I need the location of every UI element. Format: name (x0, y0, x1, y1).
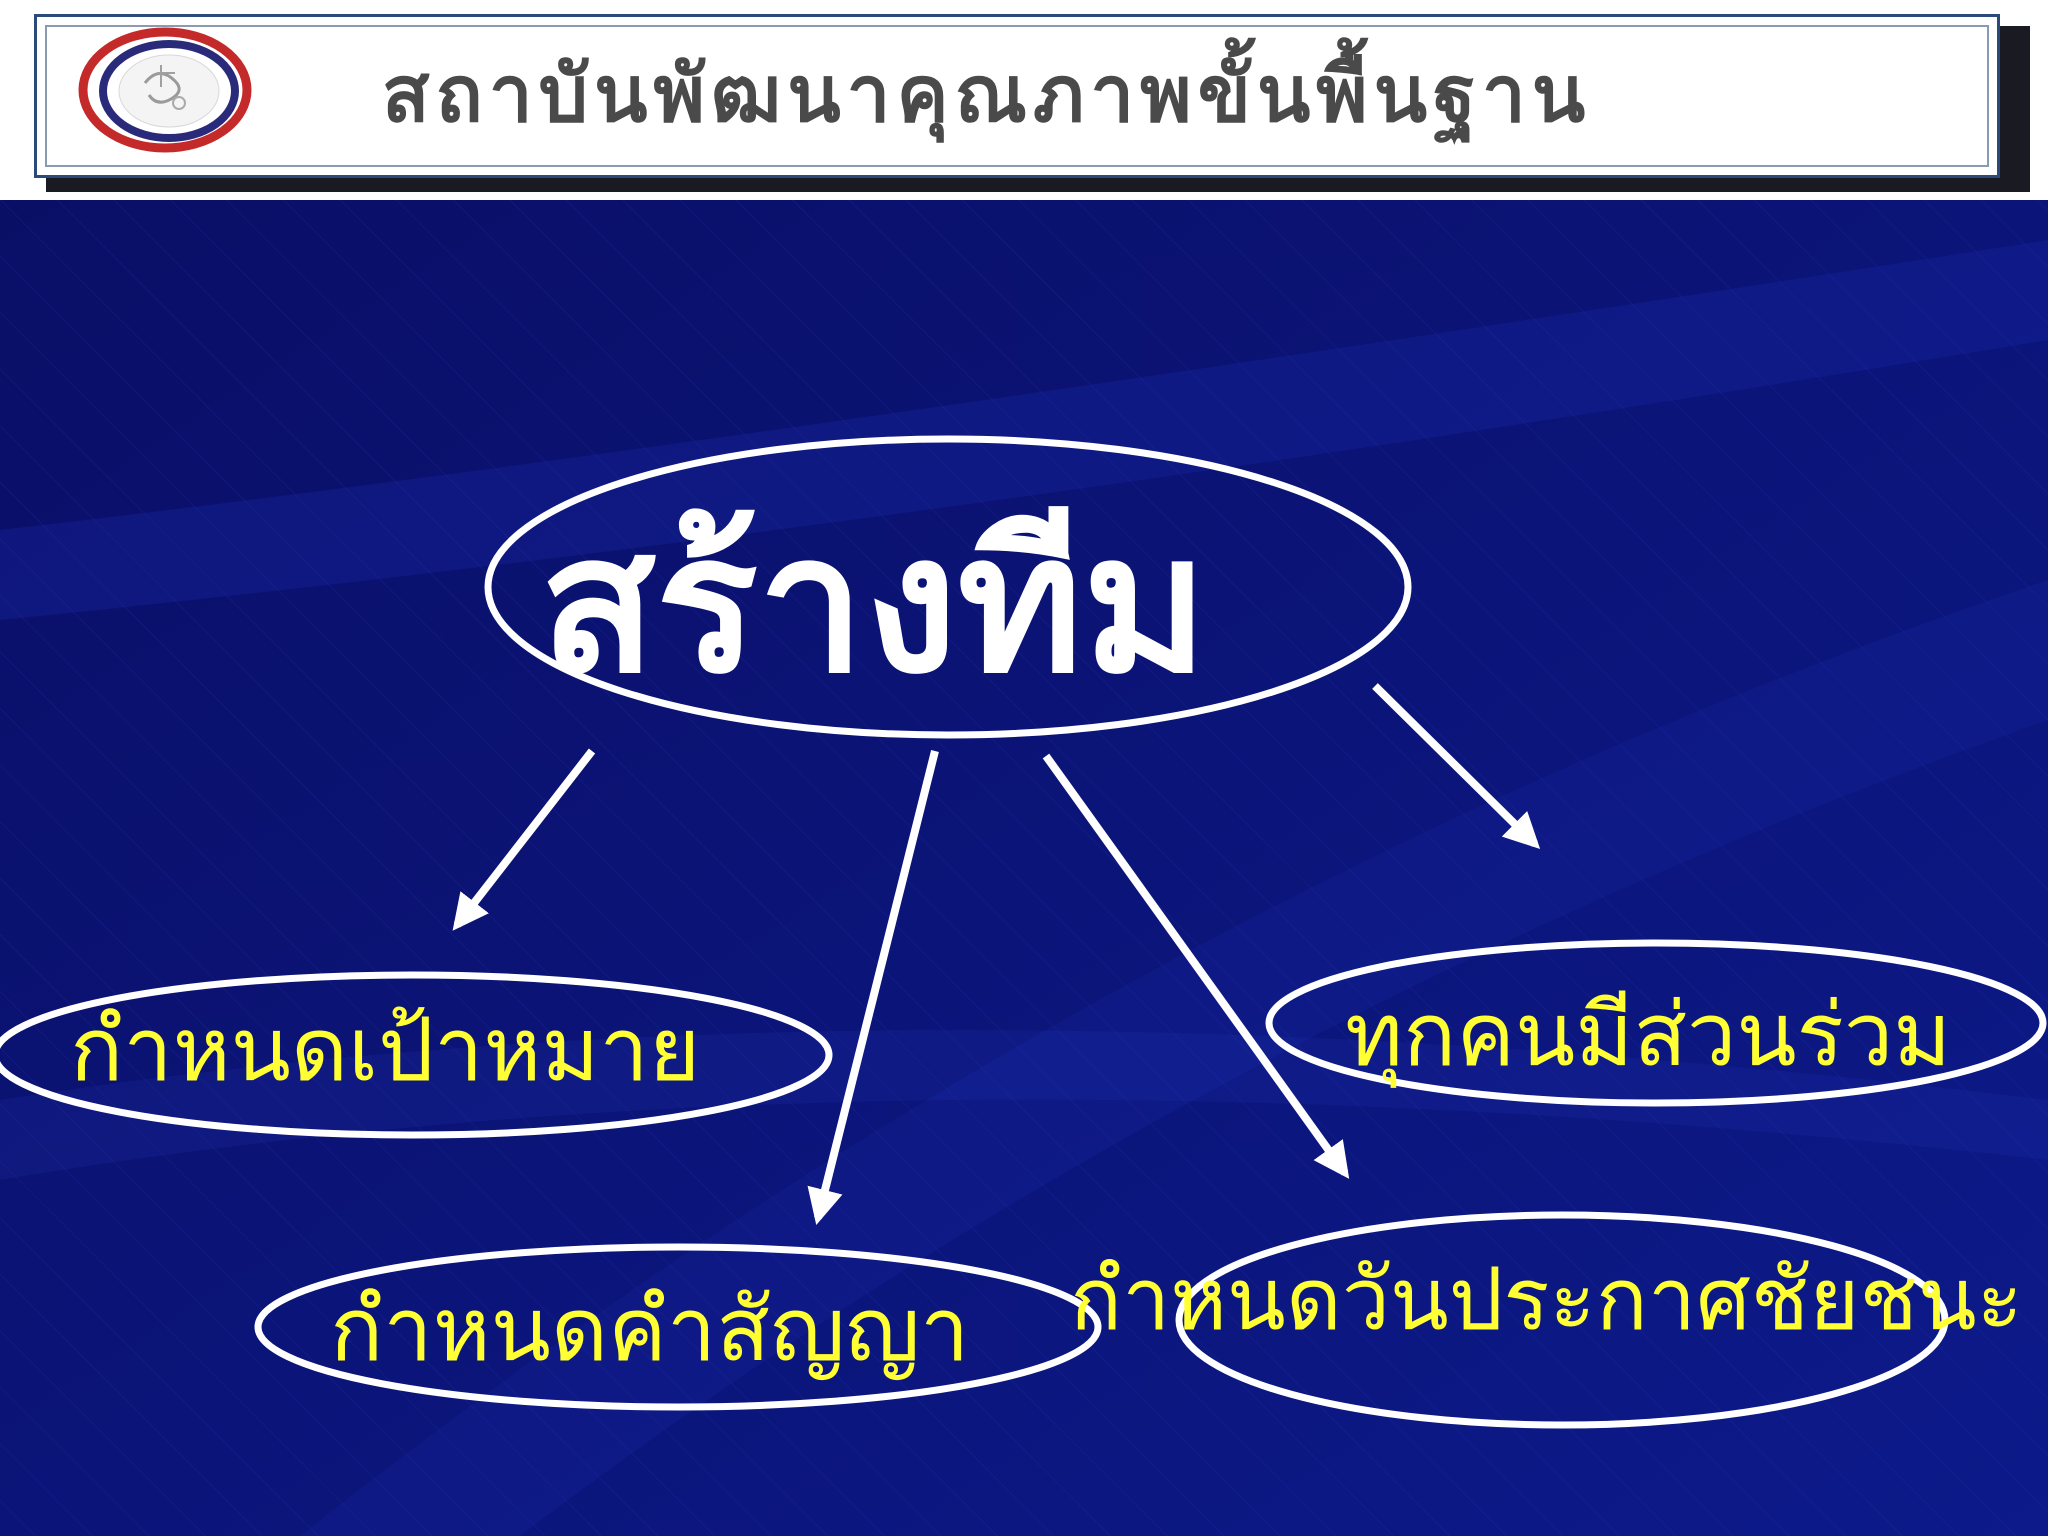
node-ellipse-promise (254, 1243, 1102, 1411)
node-ellipse-goal (0, 971, 833, 1139)
institute-emblem-icon (78, 27, 252, 153)
arrow-to-participation (1372, 683, 1541, 850)
center-ellipse (484, 435, 1412, 739)
header-banner: สถาบันพัฒนาคุณภาพขั้นพื้นฐาน (34, 14, 2000, 178)
arrow-to-goal (452, 748, 596, 931)
center-label: สร้างทีม (540, 494, 1208, 715)
arrow-to-promise (807, 750, 939, 1225)
node-ellipse-participation (1265, 939, 2047, 1107)
node-label-victory-day: กำหนดวันประกาศชัยชนะ (1070, 1250, 2023, 1350)
header-area: สถาบันพัฒนาคุณภาพขั้นพื้นฐาน (0, 0, 2048, 200)
slide-background (0, 200, 2048, 1536)
banner-inner-border (45, 25, 1989, 167)
node-label-participation: ทุกคนมีส่วนร่วม (1345, 983, 1952, 1086)
node-ellipse-victory-day (1175, 1211, 1949, 1429)
arrow-to-victory-day (1042, 753, 1350, 1179)
node-label-promise: กำหนดคำสัญญา (330, 1278, 970, 1381)
header-title: สถาบันพัฒนาคุณภาพขั้นพื้นฐาน (382, 50, 1592, 140)
node-label-goal: กำหนดเป้าหมาย (70, 998, 701, 1101)
